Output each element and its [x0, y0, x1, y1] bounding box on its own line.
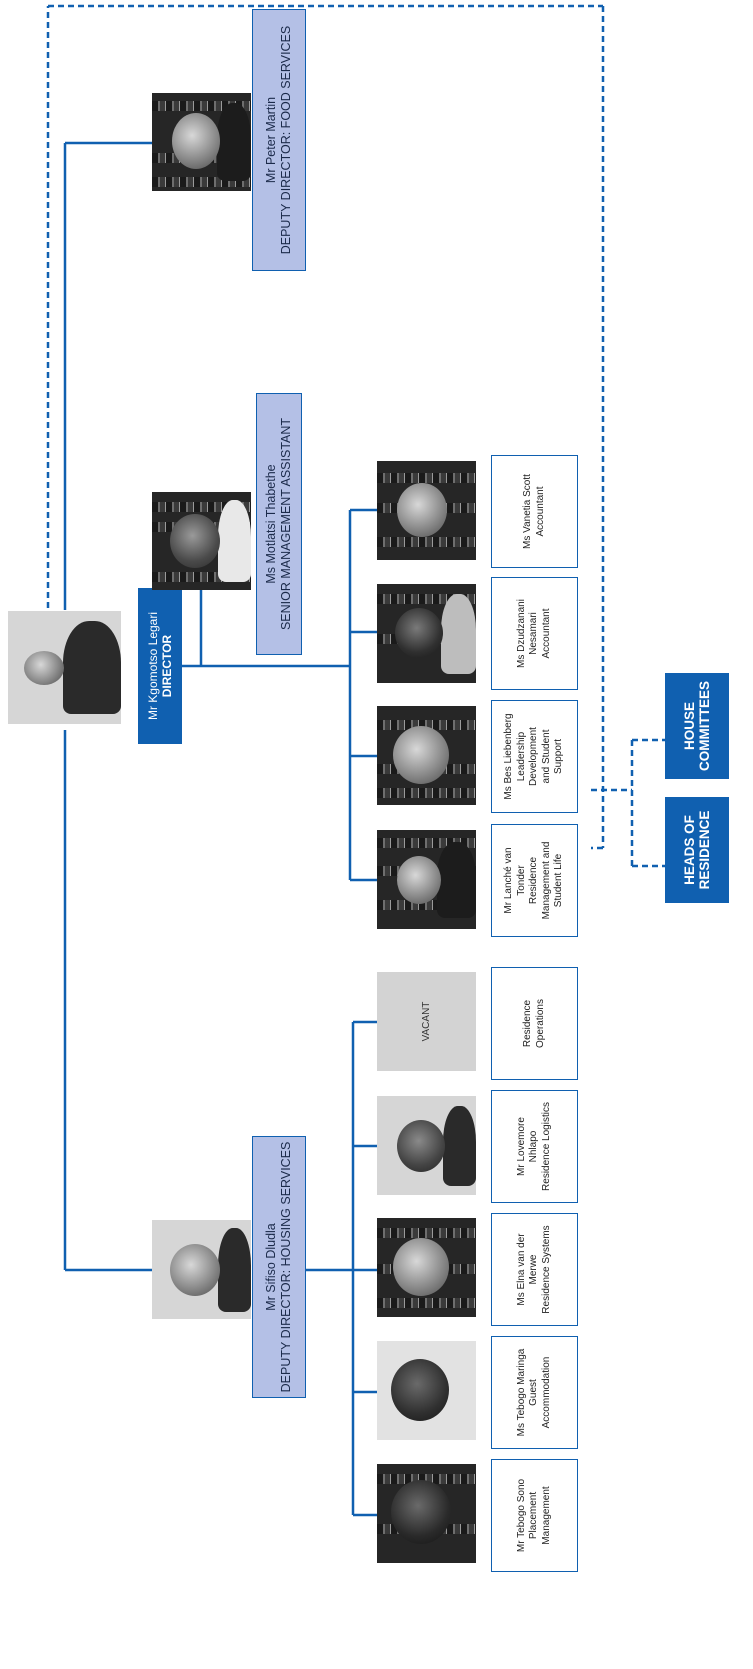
staff-line: Residence [522, 999, 533, 1048]
vanetia-scott-photo [377, 461, 476, 560]
staff-line: Mr Lovemore [515, 1117, 527, 1176]
manager-food-services: Mr Peter Martin DEPUTY DIRECTOR: FOOD SE… [252, 9, 306, 271]
staff-line: Support [553, 738, 565, 775]
manager-title: DEPUTY DIRECTOR: HOUSING SERVICES [279, 1141, 293, 1393]
staff-line: Ms Bes Liebenberg [503, 713, 515, 800]
committee-line: HEADS OF [682, 815, 697, 885]
elna-van-der-merwe-photo [377, 1218, 476, 1317]
manager-title: DEPUTY DIRECTOR: FOOD SERVICES [279, 25, 293, 255]
staff-line: Residence Logistics [540, 1102, 552, 1191]
manager-name: Mr Peter Martin [264, 96, 278, 184]
staff-box-lanche-van-tonder: Mr Lanché van Tonder Residence Managemen… [491, 824, 578, 937]
staff-line: Ms Tebogo Maringa [515, 1348, 527, 1437]
committee-line: RESIDENCE [697, 810, 712, 890]
staff-line: Ms Dzudzanani [515, 599, 527, 668]
staff-box-tebogo-sono: Mr Tebogo Sono Placement Management [491, 1459, 578, 1572]
vacant-label: VACANT [421, 1001, 432, 1042]
vacant-photo-placeholder: VACANT [377, 972, 476, 1071]
staff-box-tebogo-maringa: Ms Tebogo Maringa Guest Accommodation [491, 1336, 578, 1449]
sifiso-dludla-photo [152, 1220, 251, 1319]
staff-line: Accommodation [540, 1356, 552, 1429]
staff-line: Accountant [540, 608, 552, 659]
director-photo [8, 611, 121, 724]
heads-of-residence-card: HEADS OF RESIDENCE [665, 797, 729, 903]
manager-name: Mr Sifiso Dludla [264, 1223, 278, 1311]
staff-line: Leadership [515, 731, 527, 782]
staff-line: Operations [534, 999, 546, 1048]
staff-line: Development [528, 727, 540, 786]
staff-line: Mr Lanché van [503, 847, 515, 914]
lanche-van-tonder-photo [377, 830, 476, 929]
committee-line: COMMITTEES [697, 681, 712, 771]
staff-box-dzudzanani-nesamari: Ms Dzudzanani Nesamari Accountant [491, 577, 578, 690]
manager-housing-services: Mr Sifiso Dludla DEPUTY DIRECTOR: HOUSIN… [252, 1136, 306, 1398]
staff-line: Student Life [553, 853, 565, 908]
manager-name: Ms Motlatsi Thabethe [264, 464, 278, 584]
manager-title: SENIOR MANAGEMENT ASSISTANT [279, 417, 293, 631]
tebogo-maringa-photo [377, 1341, 476, 1440]
staff-line: Nhlapo [528, 1130, 540, 1163]
staff-line: Management [540, 1486, 552, 1545]
staff-line: Ms Vanetia Scott [522, 474, 533, 549]
staff-box-elna-van-der-merwe: Ms Elna van der Merwe Residence Systems [491, 1213, 578, 1326]
staff-line: Management and [540, 841, 552, 920]
staff-line: Guest [528, 1379, 540, 1406]
staff-line: Residence [528, 856, 540, 905]
committee-line: HOUSE [682, 702, 697, 751]
tebogo-sono-photo [377, 1464, 476, 1563]
staff-line: Ms Elna van der [515, 1233, 527, 1306]
staff-line: Placement [528, 1491, 540, 1540]
staff-line: Accountant [534, 486, 546, 537]
staff-box-bes-liebenberg: Ms Bes Liebenberg Leadership Development… [491, 700, 578, 813]
director-title: DIRECTOR [160, 634, 174, 698]
director-name: Mr Kgomotso Legari [146, 611, 160, 721]
staff-line: and Student [540, 729, 552, 784]
staff-line: Nesamari [528, 612, 540, 655]
staff-box-lovemore-nhlapo: Mr Lovemore Nhlapo Residence Logistics [491, 1090, 578, 1203]
manager-senior-assistant: Ms Motlatsi Thabethe SENIOR MANAGEMENT A… [256, 393, 302, 655]
dzudzanani-nesamari-photo [377, 584, 476, 683]
house-committees-card: HOUSE COMMITTEES [665, 673, 729, 779]
staff-box-residence-operations: Residence Operations [491, 967, 578, 1080]
lovemore-nhlapo-photo [377, 1096, 476, 1195]
motlatsi-thabethe-photo [152, 492, 251, 590]
staff-line: Tonder [515, 865, 527, 896]
staff-line: Mr Tebogo Sono [515, 1478, 527, 1553]
peter-martin-photo [152, 93, 251, 191]
staff-line: Residence Systems [540, 1225, 552, 1314]
director-box: Mr Kgomotso Legari DIRECTOR [138, 588, 182, 744]
staff-box-vanetia-scott: Ms Vanetia Scott Accountant [491, 455, 578, 568]
bes-liebenberg-photo [377, 706, 476, 805]
staff-line: Merwe [528, 1254, 540, 1285]
